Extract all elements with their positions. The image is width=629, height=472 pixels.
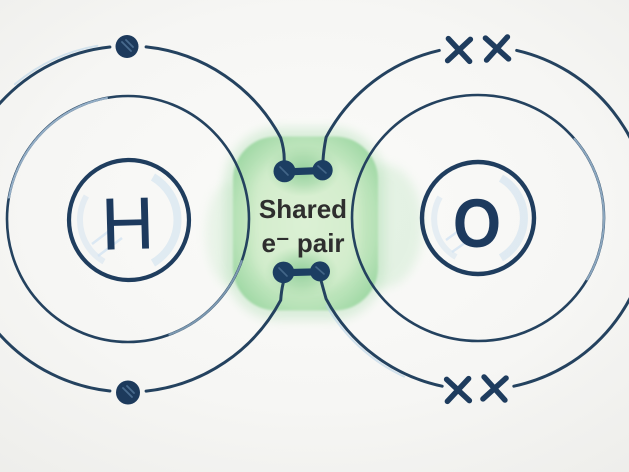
- hydrogen-electron-dot-top: [115, 35, 139, 58]
- hydrogen-shells: [0, 44, 286, 393]
- oxygen-shells: [319, 48, 629, 388]
- shared-electron-pair-bottom: [272, 261, 330, 284]
- hydrogen-inner-shell: [5, 94, 251, 344]
- hydrogen-symbol: H: [100, 180, 156, 266]
- oxygen-symbol: O: [452, 186, 502, 262]
- hydrogen-nucleus: [66, 157, 192, 283]
- oxygen-nucleus: [419, 159, 537, 277]
- shared-pair-label-line1: Shared: [258, 194, 348, 224]
- electron-cross-icon: [480, 374, 509, 403]
- shared-electron-pair-top: [273, 160, 333, 183]
- electron-cross-icon: [482, 34, 512, 63]
- hydrogen-electron-dot-bottom: [116, 380, 140, 405]
- oxygen-electron-crosses-bottom: [443, 374, 509, 405]
- shared-pair-label-line2: e⁻ pair: [261, 228, 345, 258]
- shared-pair-label: Shared e⁻ pair: [259, 192, 347, 260]
- electron-cross-icon: [444, 35, 474, 65]
- electron-cross-icon: [443, 375, 473, 405]
- oxygen-electron-crosses-top: [444, 34, 512, 65]
